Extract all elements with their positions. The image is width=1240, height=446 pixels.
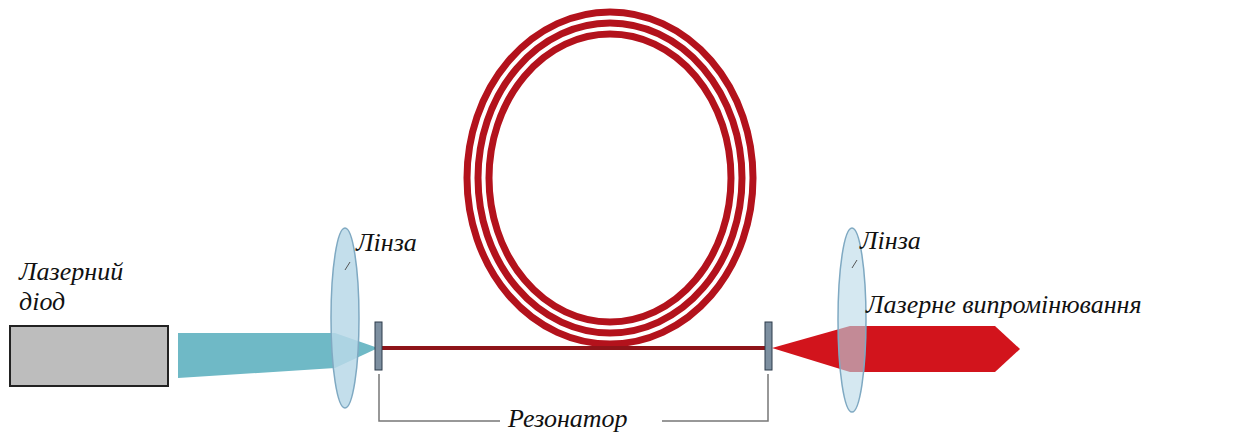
laser-diode-box: Лазерний діод — [9, 325, 169, 387]
lens-right — [838, 228, 866, 412]
lens-label: Лінза — [860, 226, 921, 256]
fiber-coil — [467, 12, 753, 344]
mirror-left — [375, 322, 382, 370]
output-beam — [772, 326, 1020, 372]
fiber-line — [380, 346, 770, 350]
resonator-label: Резонатор — [508, 404, 628, 434]
output-label: Лазерне випромінювання — [866, 290, 1142, 320]
lens-left — [331, 228, 359, 408]
mirror-right — [765, 322, 772, 370]
node-heading: Лазерний діод — [19, 257, 134, 317]
leader-line — [345, 262, 350, 270]
lens-label: Лінза — [356, 228, 417, 258]
leader-line — [852, 260, 857, 268]
